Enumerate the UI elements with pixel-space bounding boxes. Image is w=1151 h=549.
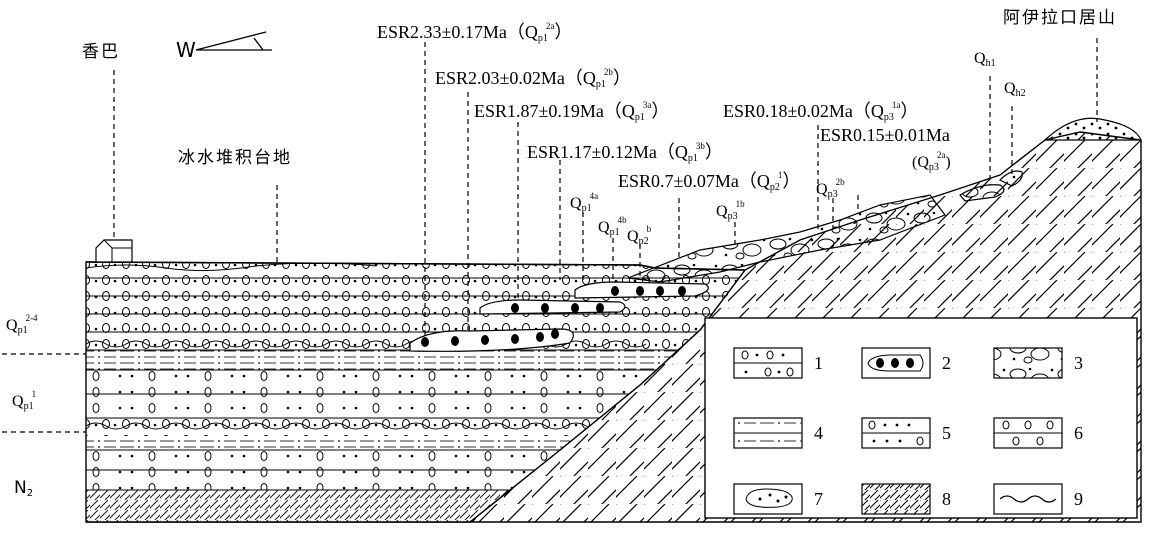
legend-swatch-2: [862, 348, 930, 378]
legend-number: 7: [814, 490, 823, 508]
legend-swatch-6: [994, 418, 1062, 448]
legend-swatch-3: [994, 348, 1062, 378]
legend-number: 2: [942, 354, 951, 372]
q-label: Qp32b: [816, 178, 845, 200]
place-label-ayilakou: 阿伊拉口居山: [1003, 10, 1117, 27]
summit-cap: [1045, 118, 1141, 140]
q-label: Qp14a: [570, 192, 598, 214]
stratum-label: Qp11: [12, 390, 36, 412]
stratum-label: N2: [14, 480, 33, 499]
house-icon: [96, 240, 132, 262]
esr-age-label: ESR0.15±0.01Ma: [820, 126, 950, 144]
esr-age-label: ESR0.18±0.02Ma（Qp31a）: [723, 101, 918, 123]
esr-age-label: ESR1.17±0.12Ma（Qp13b）: [527, 142, 723, 164]
legend-swatch-8: [862, 484, 930, 514]
q-label: Qp2b: [627, 225, 651, 247]
legend-number: 1: [814, 354, 823, 372]
west-direction-arrow: [196, 32, 272, 50]
stratum-label: Qp12-4: [6, 314, 38, 336]
legend: [705, 318, 1137, 518]
q-label: Qh1: [974, 51, 996, 69]
esr-age-label: ESR2.33±0.17Ma（Qp12a）: [377, 22, 572, 44]
legend-number: 4: [814, 424, 823, 442]
legend-number: 5: [942, 424, 951, 442]
q-label: Qp31b: [716, 200, 745, 222]
esr-age-label: ESR2.03±0.02Ma（Qp12b）: [435, 68, 631, 90]
legend-swatch-4: [734, 418, 802, 448]
place-label-terrace: 冰水堆积台地: [178, 150, 292, 167]
legend-number: 3: [1074, 354, 1083, 372]
direction-label: W: [176, 40, 196, 60]
esr-age-label: ESR1.87±0.19Ma（Qp13a）: [474, 101, 669, 123]
legend-number: 8: [942, 490, 951, 508]
q-label: Qh2: [1004, 81, 1026, 99]
legend-swatch-7: [734, 484, 802, 514]
q-label: Qp14b: [598, 216, 627, 238]
legend-number: 9: [1074, 490, 1083, 508]
legend-number: 6: [1074, 424, 1083, 442]
legend-swatch-1: [734, 348, 802, 378]
legend-swatch-5: [862, 418, 930, 448]
place-label-xiangba: 香巴: [82, 44, 120, 61]
q-label: (Qp32a): [912, 151, 951, 173]
legend-swatch-9: [994, 484, 1062, 514]
esr-age-label: ESR0.7±0.07Ma（Qp21）: [618, 171, 800, 193]
